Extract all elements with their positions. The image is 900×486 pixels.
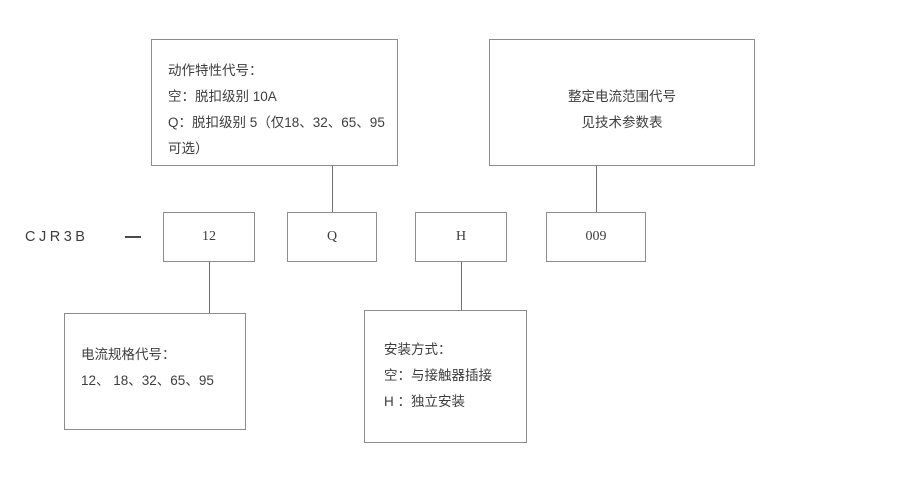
mounting-type-note-line-3: H ：独立安装 <box>384 394 465 409</box>
trip-characteristic-note-line-3: Q：脱扣级别 5（仅18、32、65、95 <box>168 115 385 130</box>
trip-characteristic-note-box: 动作特性代号： 空：脱扣级别 10A Q：脱扣级别 5（仅18、32、65、95… <box>151 39 398 166</box>
connector-trip-characteristic <box>332 166 333 212</box>
series-code-label: CJR3B <box>25 229 89 245</box>
current-rating-note-line-2: 12、 18、32、65、95 <box>81 373 214 388</box>
code-value-mounting-type: H <box>455 229 467 244</box>
code-value-trip-characteristic: Q <box>326 229 338 244</box>
code-value-setting-current-range: 009 <box>585 229 607 244</box>
setting-current-range-note-line-2: 见技术参数表 <box>581 115 663 130</box>
current-rating-note-box: 电流规格代号： 12、 18、32、65、95 <box>64 313 246 430</box>
code-box-setting-current-range[interactable]: 009 <box>546 212 646 262</box>
connector-setting-current-range <box>596 166 597 212</box>
separator-dash <box>125 236 141 238</box>
mounting-type-note-box: 安装方式： 空：与接触器插接 H ：独立安装 <box>364 310 527 443</box>
mounting-type-note-line-1: 安装方式： <box>384 342 452 357</box>
connector-mounting-type <box>461 262 462 310</box>
trip-characteristic-note-line-2: 空：脱扣级别 10A <box>168 89 277 104</box>
mounting-type-note-line-2: 空：与接触器插接 <box>384 368 492 383</box>
trip-characteristic-note-line-4: 可选） <box>168 141 209 156</box>
code-box-current-rating[interactable]: 12 <box>163 212 255 262</box>
current-rating-note-line-1: 电流规格代号： <box>81 347 176 362</box>
trip-characteristic-note-line-1: 动作特性代号： <box>168 63 263 78</box>
code-value-current-rating: 12 <box>202 229 216 244</box>
code-box-mounting-type[interactable]: H <box>415 212 507 262</box>
connector-current-rating <box>209 262 210 313</box>
setting-current-range-note-line-1: 整定电流范围代号 <box>568 89 676 104</box>
setting-current-range-note-box: 整定电流范围代号 见技术参数表 <box>489 39 755 166</box>
code-box-trip-characteristic[interactable]: Q <box>287 212 377 262</box>
